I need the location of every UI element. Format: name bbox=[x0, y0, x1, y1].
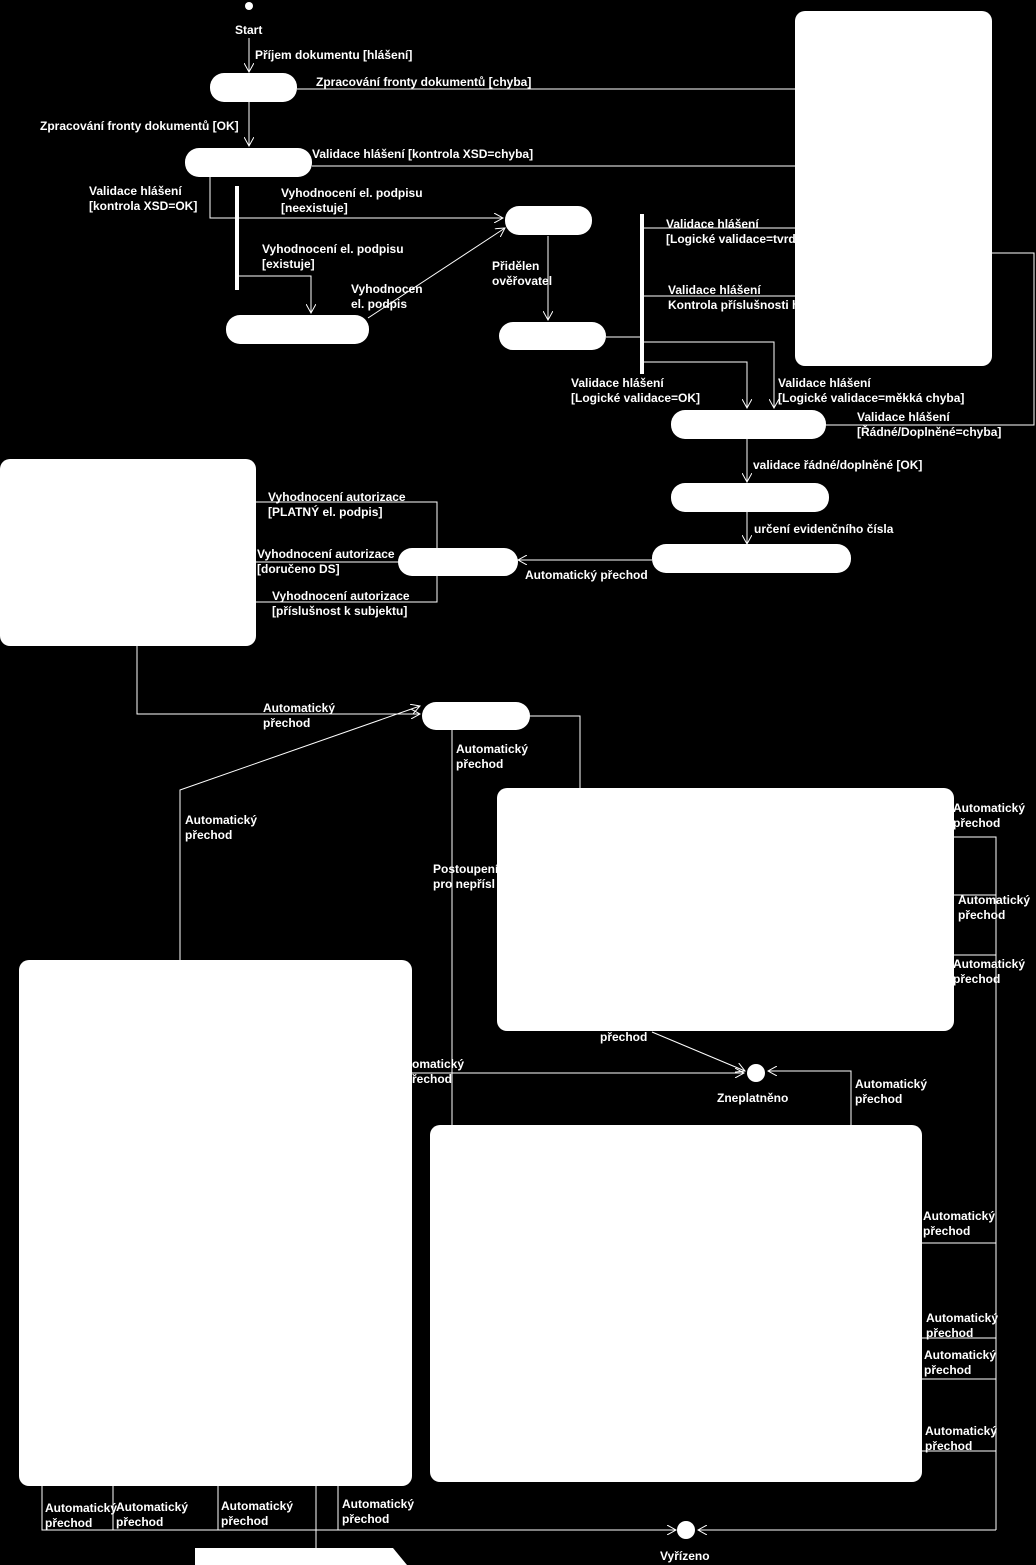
label-vyrizeno: Vyřízeno bbox=[660, 1549, 710, 1563]
label-zneplatneno: Zneplatněno bbox=[717, 1091, 789, 1105]
label-prideleni: Přidělen ověřovatel bbox=[492, 259, 553, 288]
label-radne-ok: validace řádné/doplněné [OK] bbox=[753, 458, 923, 472]
fork-bar-2 bbox=[640, 214, 644, 374]
state-chyba-box[interactable] bbox=[795, 11, 992, 366]
label-xsd-chyba: Validace hlášení [kontrola XSD=chyba] bbox=[312, 147, 534, 161]
state-validovany[interactable] bbox=[671, 410, 826, 439]
label-auto-f3: Automatický přechod bbox=[221, 1499, 294, 1528]
label-log-ok: Validace hlášení [Logické validace=OK] bbox=[571, 376, 701, 405]
label-aut-subjekt: Vyhodnocení autorizace [příslušnost k su… bbox=[272, 589, 410, 618]
label-prislusnost: Validace hlášení Kontrola příslušnosti h bbox=[668, 283, 800, 312]
state-radny[interactable] bbox=[671, 483, 829, 512]
label-radne-chyba: Validace hlášení [Řádné/Doplněné=chyba] bbox=[857, 410, 1002, 439]
label-fronta-ok: Zpracování fronty dokumentů [OK] bbox=[40, 119, 239, 133]
label-podpis-ex: Vyhodnocení el. podpisu [existuje] bbox=[262, 242, 404, 271]
label-ev-cislo: určení evidenčního čísla bbox=[754, 522, 894, 536]
label-auto-r2: Automatický přechod bbox=[958, 893, 1031, 922]
footer-tab bbox=[195, 1548, 407, 1565]
state-box-right-bottom[interactable] bbox=[430, 1125, 922, 1482]
label-auto-b3: Automatický přechod bbox=[924, 1348, 997, 1377]
label-prijem: Příjem dokumentu [hlášení] bbox=[255, 48, 413, 62]
label-auto-ev: Automatický přechod bbox=[525, 568, 648, 582]
initial-state bbox=[245, 2, 253, 10]
label-podpis-vyh: Vyhodnocen el. podpis bbox=[351, 282, 423, 311]
label-auto-b4: Automatický přechod bbox=[925, 1424, 998, 1453]
final-state-vyrizeno bbox=[677, 1521, 695, 1539]
label-auto-b2: Automatický přechod bbox=[926, 1311, 999, 1340]
label-fronta-chyba: Zpracování fronty dokumentů [chyba] bbox=[316, 75, 532, 89]
final-state-zneplatneno bbox=[747, 1064, 765, 1082]
state-evidovany[interactable] bbox=[652, 544, 851, 573]
label-auto-4: Automatický přechod bbox=[185, 813, 258, 842]
label-log-tvrda: Validace hlášení [Logické validace=tvrd bbox=[666, 217, 796, 246]
label-auto-mid: omatický řechod bbox=[412, 1057, 465, 1086]
label-aut-ds: Vyhodnocení autorizace [doručeno DS] bbox=[257, 547, 395, 576]
label-auto-b1: Automatický přechod bbox=[923, 1209, 996, 1238]
label-start: Start bbox=[235, 23, 263, 37]
label-postoupeni: Postoupení pro nepřísl bbox=[433, 862, 499, 891]
label-podpis-neex: Vyhodnocení el. podpisu [neexistuje] bbox=[281, 186, 423, 215]
state-box-right-top[interactable] bbox=[497, 788, 954, 1031]
state-k-rozhodnuti[interactable] bbox=[422, 702, 530, 730]
label-prechod: přechod bbox=[600, 1030, 648, 1044]
state-box-left-bottom[interactable] bbox=[19, 960, 412, 1486]
state-prideleny[interactable] bbox=[499, 322, 606, 350]
state-overeny-podpis[interactable] bbox=[505, 206, 592, 235]
state-prijaty[interactable] bbox=[210, 73, 297, 102]
label-auto-3: Automatický přechod bbox=[456, 742, 529, 771]
state-autorizovany-box[interactable] bbox=[0, 459, 256, 646]
state-autorizace[interactable] bbox=[398, 548, 518, 576]
label-xsd-ok: Validace hlášení [kontrola XSD=OK] bbox=[89, 184, 198, 213]
state-zpracovany[interactable] bbox=[185, 148, 312, 177]
state-podpis[interactable] bbox=[226, 315, 369, 344]
label-auto-r1: Automatický přechod bbox=[953, 801, 1026, 830]
fork-bar-1 bbox=[235, 186, 239, 290]
label-auto-f4: Automatický přechod bbox=[342, 1497, 415, 1526]
label-auto-f1: Automatický přechod bbox=[45, 1501, 118, 1530]
label-auto-r3: Automatický přechod bbox=[953, 957, 1026, 986]
label-aut-podpis: Vyhodnocení autorizace [PLATNÝ el. podpi… bbox=[268, 490, 406, 519]
label-auto-f2: Automatický přechod bbox=[116, 1500, 189, 1529]
label-auto-2: Automatický přechod bbox=[263, 701, 336, 730]
label-log-mekka: Validace hlášení [Logické validace=měkká… bbox=[778, 376, 965, 405]
label-auto-zn: Automatický přechod bbox=[855, 1077, 928, 1106]
